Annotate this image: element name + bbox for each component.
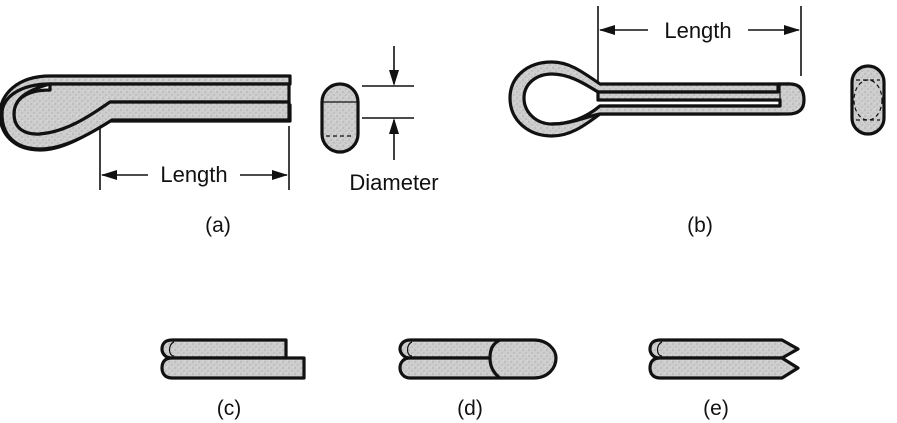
caption-c: (c)	[217, 397, 242, 420]
pin-end-e	[648, 338, 800, 380]
caption-d: (d)	[457, 397, 483, 420]
length-label-b: Length	[664, 18, 731, 43]
pin-end-d	[398, 338, 558, 380]
cotter-pin-a-end-view	[320, 82, 360, 154]
caption-b: (b)	[687, 214, 713, 237]
length-dimension-a	[99, 126, 290, 190]
pin-end-c	[160, 338, 306, 380]
cotter-pin-b-end-view	[850, 64, 886, 136]
length-label-a: Length	[160, 162, 227, 187]
cotter-pin-a-shank	[0, 82, 291, 151]
cotter-pin-b	[508, 60, 806, 138]
length-dimension-b	[597, 6, 802, 82]
caption-a: (a)	[205, 214, 231, 237]
diameter-label: Diameter	[349, 170, 438, 195]
diameter-dimension	[362, 46, 414, 160]
caption-e: (e)	[703, 397, 729, 420]
